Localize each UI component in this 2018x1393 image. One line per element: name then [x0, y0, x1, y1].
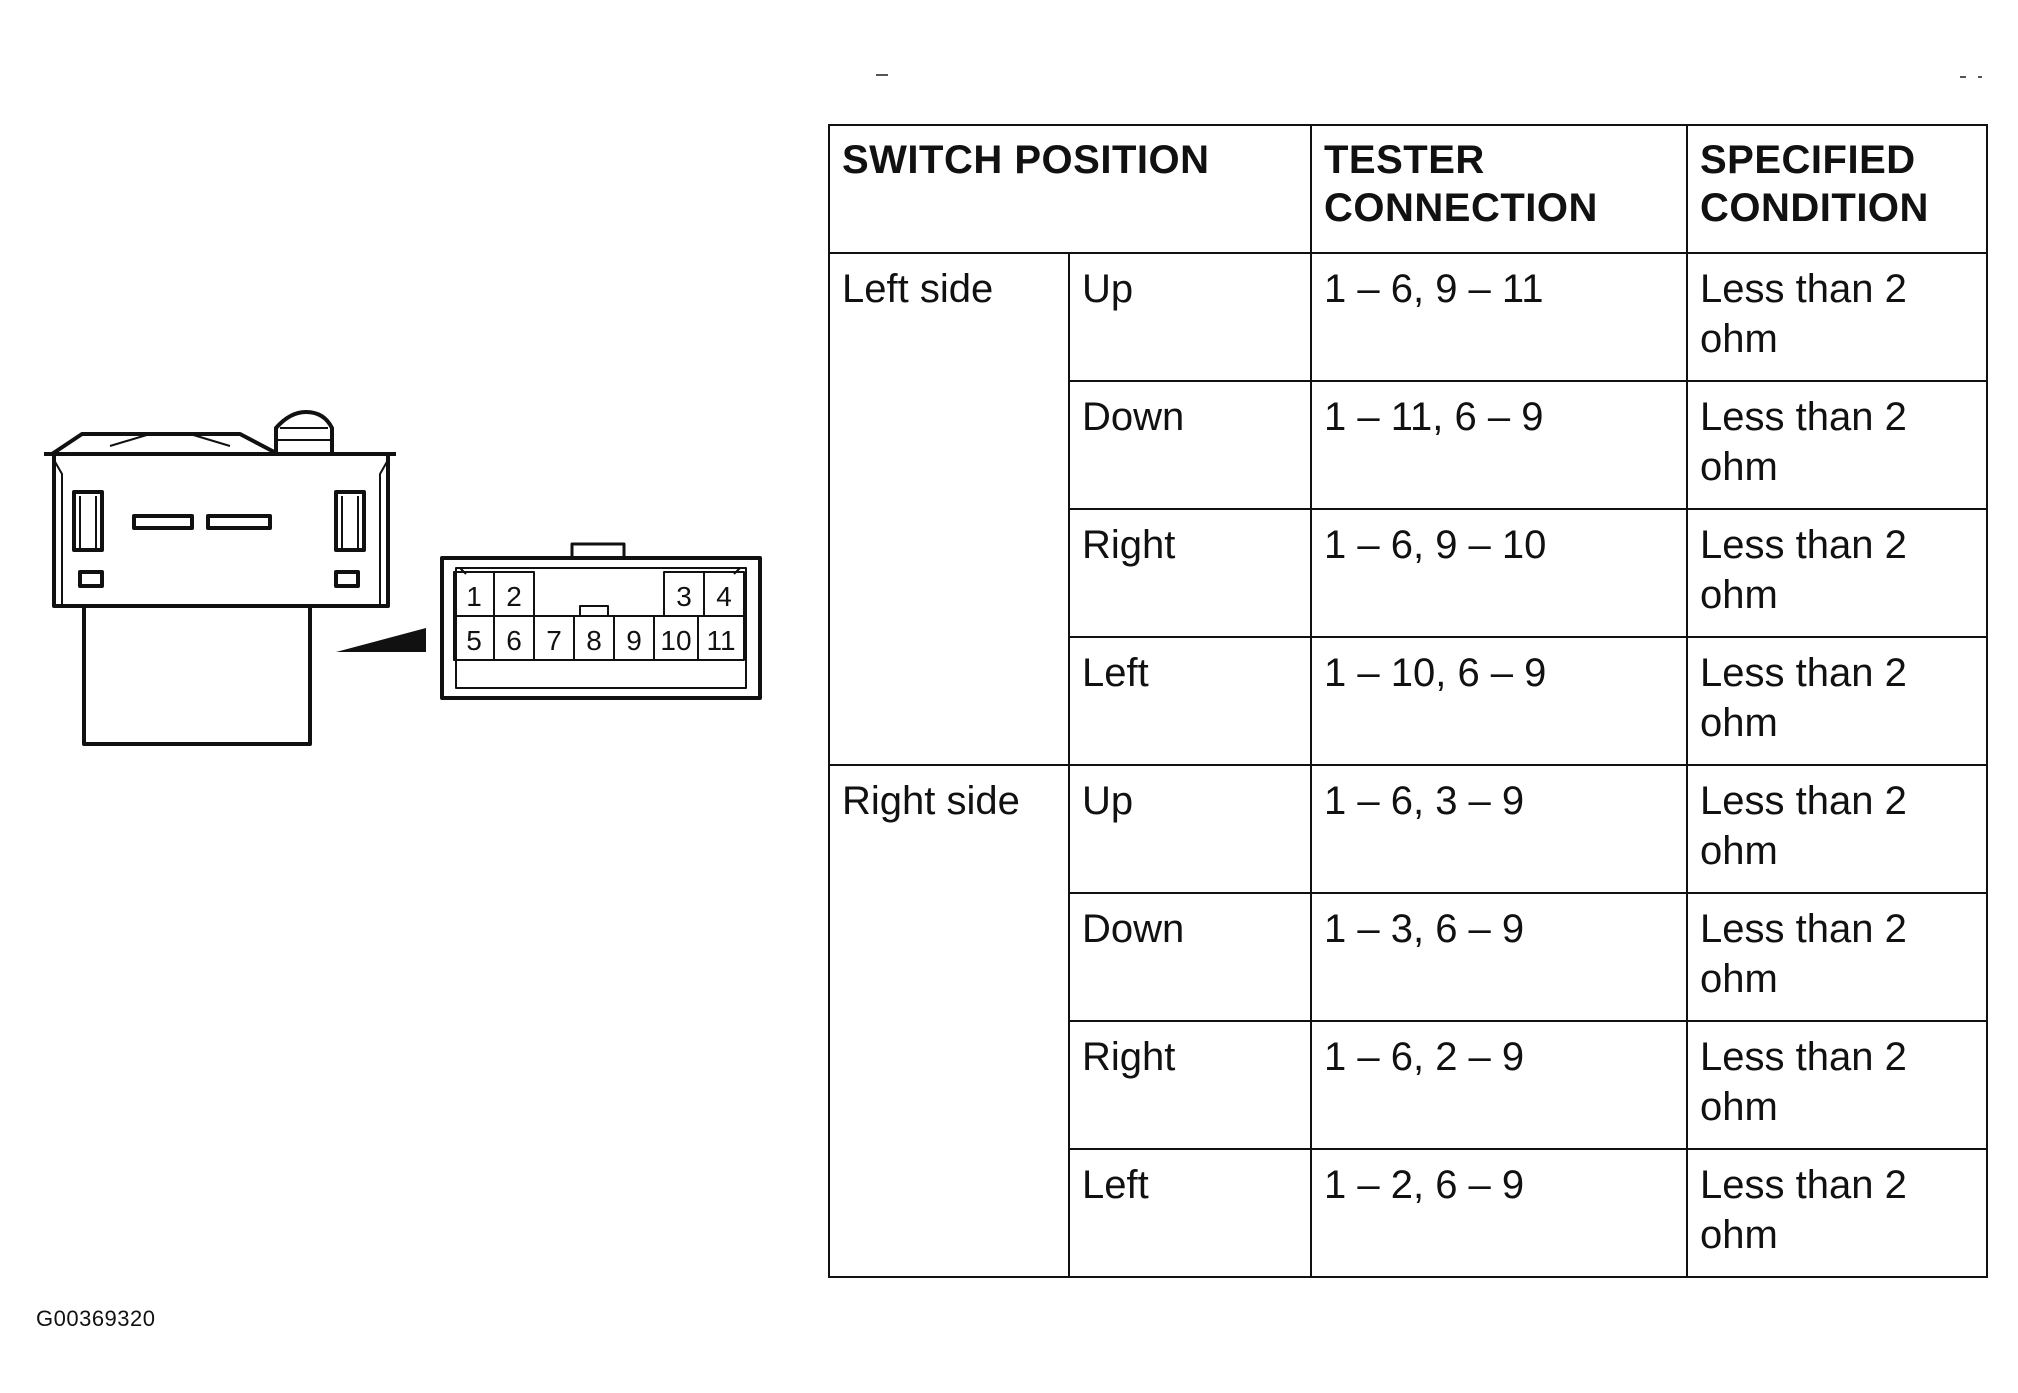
direction-cell: Left: [1068, 636, 1312, 766]
left-clip: [72, 490, 104, 552]
scan-mark: [1978, 76, 1982, 78]
connection-cell: 1 – 6, 9 – 11: [1310, 252, 1688, 382]
scan-mark: [1960, 76, 1966, 78]
side-cell: Right side: [828, 764, 1070, 1278]
direction-cell: Down: [1068, 892, 1312, 1022]
figure-id: G00369320: [36, 1306, 156, 1331]
pin-number: 11: [706, 625, 735, 656]
pin-number: 4: [716, 581, 732, 612]
connection-cell: 1 – 10, 6 – 9: [1310, 636, 1688, 766]
slot: [206, 514, 272, 530]
connection-cell: 1 – 6, 9 – 10: [1310, 508, 1688, 638]
connection-cell: 1 – 6, 2 – 9: [1310, 1020, 1688, 1150]
pin-number: 7: [546, 625, 562, 656]
pin-number: 6: [506, 625, 522, 656]
pin-number: 8: [586, 625, 602, 656]
pin-number: 5: [466, 625, 482, 656]
switch-top-cap: [50, 432, 279, 456]
pin-number: 1: [466, 581, 482, 612]
pin-number: 9: [626, 625, 642, 656]
direction-cell: Right: [1068, 1020, 1312, 1150]
table-header-row: SWITCH POSITION TESTER CONNECTION SPECIF…: [828, 124, 1988, 254]
direction-cell: Up: [1068, 252, 1312, 382]
switch-inspection-table: SWITCH POSITION TESTER CONNECTION SPECIF…: [828, 124, 1988, 1278]
right-clip: [334, 490, 366, 552]
direction-cell: Right: [1068, 508, 1312, 638]
switch-knob: [274, 410, 334, 454]
connection-cell: 1 – 6, 3 – 9: [1310, 764, 1688, 894]
header-specified-condition: SPECIFIED CONDITION: [1686, 124, 1988, 254]
pointer-wedge: [336, 628, 426, 652]
direction-cell: Left: [1068, 1148, 1312, 1278]
direction-cell: Down: [1068, 380, 1312, 510]
pin-number: 10: [660, 625, 691, 656]
direction-cell: Up: [1068, 764, 1312, 894]
connector-latch: [570, 542, 626, 560]
header-switch-position: SWITCH POSITION: [828, 124, 1312, 254]
connection-cell: 1 – 2, 6 – 9: [1310, 1148, 1688, 1278]
switch-harness-housing: [82, 604, 312, 746]
connection-cell: 1 – 3, 6 – 9: [1310, 892, 1688, 1022]
side-cell: Left side: [828, 252, 1070, 766]
slot: [132, 514, 194, 530]
connection-cell: 1 – 11, 6 – 9: [1310, 380, 1688, 510]
scan-mark: [876, 74, 888, 76]
mirror-switch-illustration: 1 2 3 4 5 6 7 8 9 10 11: [44, 410, 762, 746]
pin-number: 3: [676, 581, 692, 612]
header-tester-connection: TESTER CONNECTION: [1310, 124, 1688, 254]
pin-number: 2: [506, 581, 522, 612]
